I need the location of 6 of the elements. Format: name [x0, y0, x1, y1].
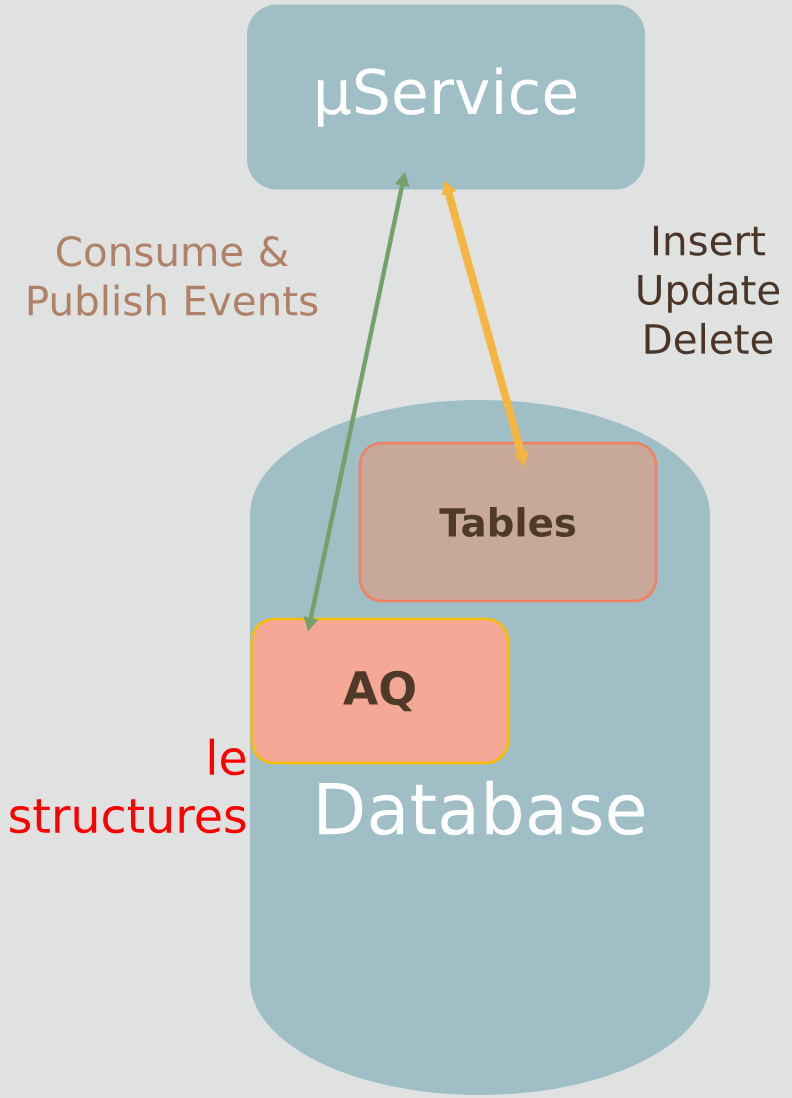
queue-box: AQ — [250, 617, 510, 765]
service-box: µService — [247, 4, 645, 190]
annotation-text: le structures — [10, 738, 246, 834]
annotation-text: Insert Update Delete — [638, 225, 780, 355]
tables-box: Tables — [358, 441, 658, 603]
annotation-text: Consume & Publish Events — [28, 236, 318, 316]
